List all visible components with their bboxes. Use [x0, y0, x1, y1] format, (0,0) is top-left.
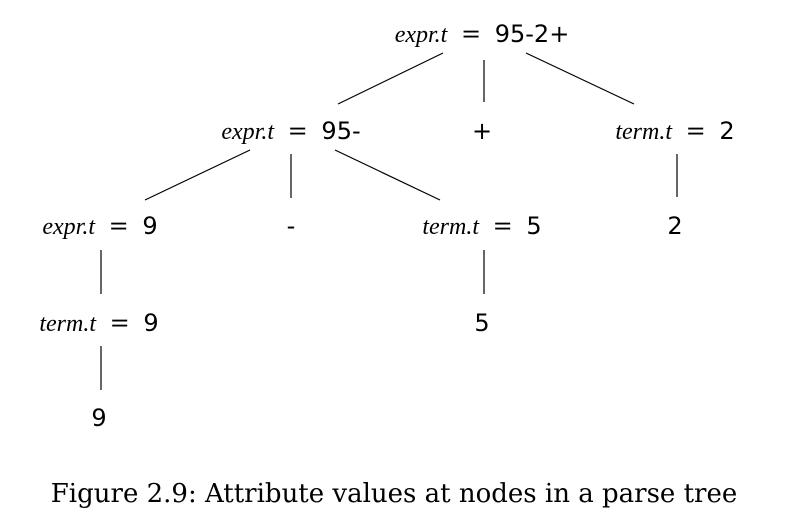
node-root-attr: expr.t — [395, 22, 449, 48]
node-term-2: term.t = 2 — [615, 117, 734, 145]
node-expr-95-minus-value: 95- — [321, 117, 360, 145]
node-root-equals: = — [461, 20, 481, 48]
node-leaf-9: 9 — [91, 404, 106, 432]
node-term-2-equals: = — [686, 117, 706, 145]
node-term-5-equals: = — [493, 212, 513, 240]
node-expr-9: expr.t = 9 — [42, 212, 157, 240]
node-term-9-equals: = — [110, 309, 130, 337]
node-expr-9-attr: expr.t — [42, 214, 96, 240]
figure-caption: Figure 2.9: Attribute values at nodes in… — [50, 479, 738, 509]
node-leaf-5: 5 — [474, 309, 489, 337]
edge-expr95-term5 — [334, 149, 441, 201]
node-expr-9-value: 9 — [142, 212, 157, 240]
node-expr-9-equals: = — [109, 212, 129, 240]
node-term-9-attr: term.t — [39, 311, 97, 337]
node-term-5-attr: term.t — [422, 214, 480, 240]
node-expr-95-minus-equals: = — [288, 117, 308, 145]
edge-root-term2 — [525, 52, 635, 105]
edge-expr95-expr9 — [144, 149, 251, 201]
node-plus: + — [472, 117, 492, 145]
node-expr-95-minus: expr.t = 95- — [221, 117, 360, 145]
node-term-5-value: 5 — [526, 212, 541, 240]
node-expr-95-minus-attr: expr.t — [221, 119, 275, 145]
node-root: expr.t = 95-2+ — [395, 20, 570, 48]
node-minus: - — [287, 212, 296, 240]
node-term-9-value: 9 — [143, 309, 158, 337]
node-term-9: term.t = 9 — [39, 309, 158, 337]
node-leaf-2: 2 — [667, 212, 682, 240]
node-term-5: term.t = 5 — [422, 212, 541, 240]
node-term-2-value: 2 — [719, 117, 734, 145]
node-term-2-attr: term.t — [615, 119, 673, 145]
node-root-value: 95-2+ — [495, 20, 570, 48]
edge-root-expr95 — [337, 52, 444, 105]
